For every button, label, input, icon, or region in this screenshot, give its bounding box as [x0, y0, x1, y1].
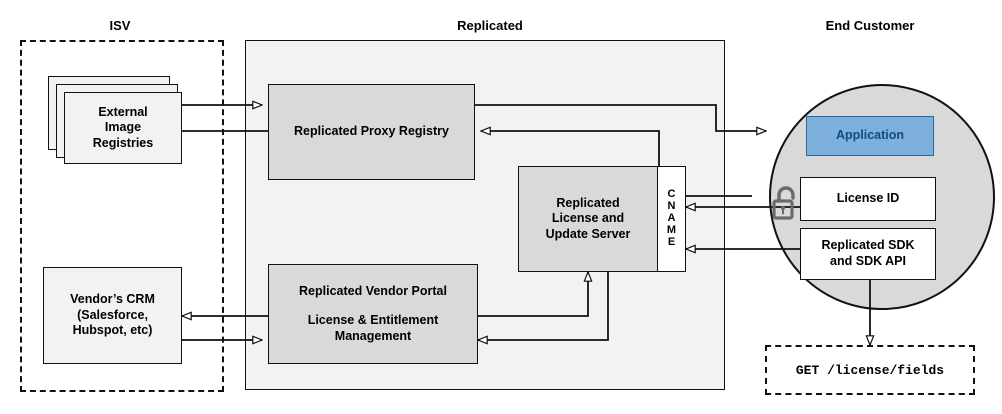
unlock-icon — [772, 186, 795, 220]
wire-customer-to-proxy — [481, 131, 752, 197]
node-cname[interactable]: C N A M E — [658, 166, 686, 272]
node-api-request[interactable]: GET /license/fields — [765, 345, 975, 395]
wire-vendorportal-to-licenseserver — [478, 272, 588, 317]
license-server-line-1: Replicated — [556, 195, 620, 210]
cname-letter-m: M — [666, 223, 677, 236]
node-vendors-crm[interactable]: Vendor’s CRM (Salesforce, Hubspot, etc) — [43, 267, 182, 364]
vendor-portal-line-2: License & Entitlement — [307, 313, 439, 328]
node-replicated-license-update-server[interactable]: Replicated License and Update Server — [518, 166, 658, 272]
registries-line-2: Image — [104, 120, 142, 135]
node-external-image-registries[interactable]: External Image Registries — [64, 92, 182, 164]
registries-line-3: Registries — [92, 135, 154, 150]
node-replicated-vendor-portal[interactable]: Replicated Vendor Portal License & Entit… — [268, 264, 478, 364]
crm-line-1: Vendor’s CRM — [70, 292, 155, 307]
vendor-portal-line-1: Replicated Vendor Portal — [299, 283, 447, 298]
zone-label-isv: ISV — [109, 18, 131, 33]
wire-proxy-to-application — [475, 104, 766, 131]
registries-line-1: External — [98, 104, 148, 119]
node-license-id[interactable]: License ID — [800, 177, 936, 221]
application-label: Application — [835, 128, 905, 143]
license-id-label: License ID — [836, 191, 900, 206]
node-replicated-sdk[interactable]: Replicated SDK and SDK API — [800, 228, 936, 280]
crm-line-2: (Salesforce, — [77, 307, 148, 322]
zone-label-replicated: Replicated — [457, 18, 523, 33]
proxy-registry-label: Replicated Proxy Registry — [294, 124, 449, 139]
cname-letter-c: C — [667, 188, 676, 201]
sdk-line-1: Replicated SDK — [821, 238, 915, 253]
api-request-label: GET /license/fields — [795, 362, 945, 378]
license-server-line-2: License and — [551, 211, 625, 226]
crm-line-3: Hubspot, etc) — [72, 323, 153, 338]
node-application[interactable]: Application — [806, 116, 934, 156]
zone-label-end-customer: End Customer — [825, 18, 915, 33]
cname-letter-n: N — [667, 200, 676, 213]
wire-licenseserver-to-vendorportal — [478, 272, 609, 340]
license-server-line-3: Update Server — [545, 226, 631, 241]
sdk-line-2: and SDK API — [830, 254, 906, 268]
cname-letter-a: A — [667, 212, 676, 225]
vendor-portal-line-3: Management — [334, 328, 412, 343]
zone-isv-boundary — [20, 40, 224, 392]
node-replicated-proxy-registry[interactable]: Replicated Proxy Registry — [268, 84, 475, 180]
cname-letter-e: E — [667, 235, 676, 248]
